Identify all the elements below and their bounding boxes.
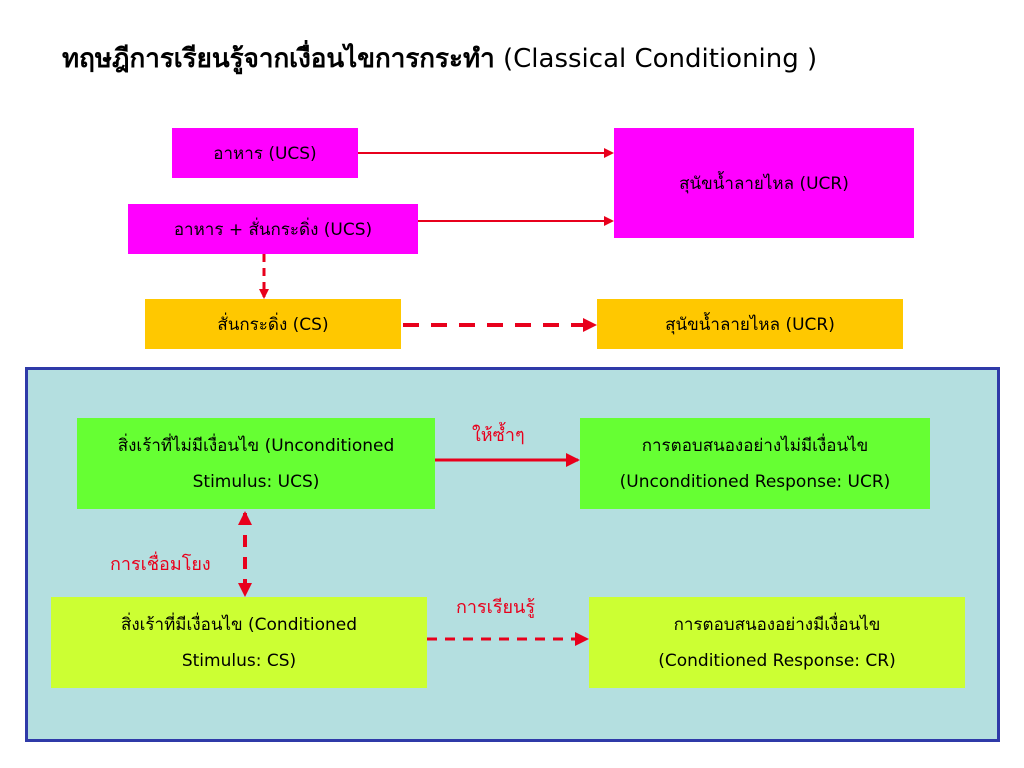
label-learning: การเรียนรู้ [456, 597, 536, 618]
ucr-box: การตอบสนองอย่างไม่มีเงื่อนไข (Unconditio… [580, 418, 930, 509]
page-title: ทฤษฎีการเรียนรู้จากเงื่อนไขการกระทำ (Cla… [62, 36, 1002, 82]
ucs-box: สิ่งเร้าที่ไม่มีเงื่อนไข (Unconditioned … [77, 418, 435, 509]
food-bell-ucs-label: อาหาร + สั่นกระดิ่ง (UCS) [173, 219, 373, 240]
cs-line1: สิ่งเร้าที่มีเงื่อนไข (Conditioned [120, 614, 358, 635]
cr-line2: (Conditioned Response: CR) [658, 650, 896, 671]
cr-box: การตอบสนองอย่างมีเงื่อนไข (Conditioned R… [589, 597, 965, 688]
food-ucs-box: อาหาร (UCS) [172, 128, 358, 178]
dog-salivates-ucr-box-2: สุนัขน้ำลายไหล (UCR) [597, 299, 903, 349]
bell-cs-label: สั่นกระดิ่ง (CS) [217, 314, 329, 335]
title-english: (Classical Conditioning ) [503, 44, 818, 74]
bell-cs-box: สั่นกระดิ่ง (CS) [145, 299, 401, 349]
cr-line1: การตอบสนองอย่างมีเงื่อนไข [673, 614, 881, 635]
cs-line2: Stimulus: CS) [181, 650, 297, 671]
dog-salivates-ucr-label: สุนัขน้ำลายไหล (UCR) [679, 173, 849, 194]
label-association: การเชื่อมโยง [110, 554, 211, 575]
label-repeat: ให้ซ้ำๆ [472, 425, 525, 446]
dog-salivates-ucr-box: สุนัขน้ำลายไหล (UCR) [614, 128, 914, 238]
dog-salivates-ucr-label-2: สุนัขน้ำลายไหล (UCR) [665, 314, 835, 335]
food-bell-ucs-box: อาหาร + สั่นกระดิ่ง (UCS) [128, 204, 418, 254]
cs-box: สิ่งเร้าที่มีเงื่อนไข (Conditioned Stimu… [51, 597, 427, 688]
ucs-line1: สิ่งเร้าที่ไม่มีเงื่อนไข (Unconditioned [117, 435, 395, 456]
food-ucs-label: อาหาร (UCS) [213, 143, 317, 164]
ucr-line1: การตอบสนองอย่างไม่มีเงื่อนไข [641, 435, 869, 456]
title-thai: ทฤษฎีการเรียนรู้จากเงื่อนไขการกระทำ [62, 44, 495, 74]
ucr-line2: (Unconditioned Response: UCR) [619, 471, 891, 492]
ucs-line2: Stimulus: UCS) [192, 471, 320, 492]
